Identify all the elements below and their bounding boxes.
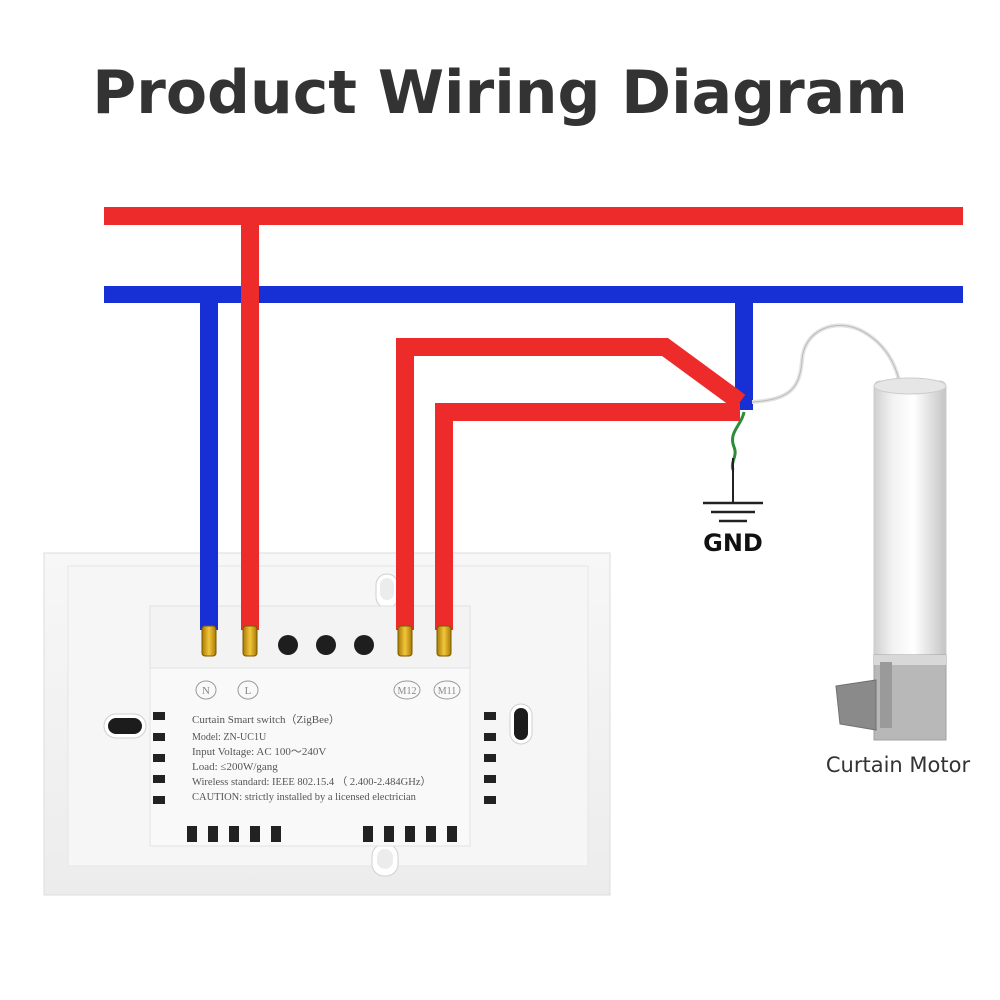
motor-neutral-wire	[735, 286, 753, 410]
curtain-motor	[835, 377, 947, 741]
terminal-label-n: N	[202, 685, 210, 697]
live-drop-wire	[241, 207, 259, 630]
motor-bracket	[835, 679, 877, 731]
terminal-label-m11: M11	[438, 686, 457, 697]
spec-line-name: Curtain Smart switch（ZigBee）	[192, 713, 340, 726]
switch-spec-label: Curtain Smart switch（ZigBee） Model: ZN-U…	[192, 713, 431, 803]
spec-line-caution: CAUTION: strictly installed by a license…	[192, 792, 417, 803]
terminal-label-l: L	[245, 685, 252, 697]
terminal-m11	[436, 625, 452, 657]
motor-label: Curtain Motor	[826, 753, 971, 777]
terminals	[201, 625, 452, 657]
motor-cable-outline	[751, 325, 901, 403]
wires	[104, 207, 963, 630]
terminal-labels: N L M12 M11	[195, 680, 461, 700]
diagram-title: Product Wiring Diagram	[92, 58, 908, 128]
gnd-label: GND	[703, 529, 763, 557]
spec-line-voltage: Input Voltage: AC 100～240V	[192, 746, 326, 758]
neutral-bus-wire	[104, 286, 963, 303]
terminal-label-m12: M12	[398, 686, 417, 697]
live-bus-wire	[104, 207, 963, 225]
spec-line-model: Model: ZN-UC1U	[192, 732, 267, 743]
m12-wire	[396, 338, 746, 630]
ground-symbol: GND	[703, 411, 763, 557]
neutral-drop-wire	[200, 286, 218, 630]
terminal-n	[201, 625, 217, 657]
spec-line-wireless: Wireless standard: IEEE 802.15.4 （ 2.400…	[192, 776, 431, 788]
side-vents	[153, 712, 496, 804]
terminal-l	[242, 625, 258, 657]
spec-line-load: Load: ≤200W/gang	[192, 761, 278, 773]
terminal-m12	[397, 625, 413, 657]
bottom-vents	[187, 826, 457, 842]
m11-wire	[435, 403, 740, 630]
